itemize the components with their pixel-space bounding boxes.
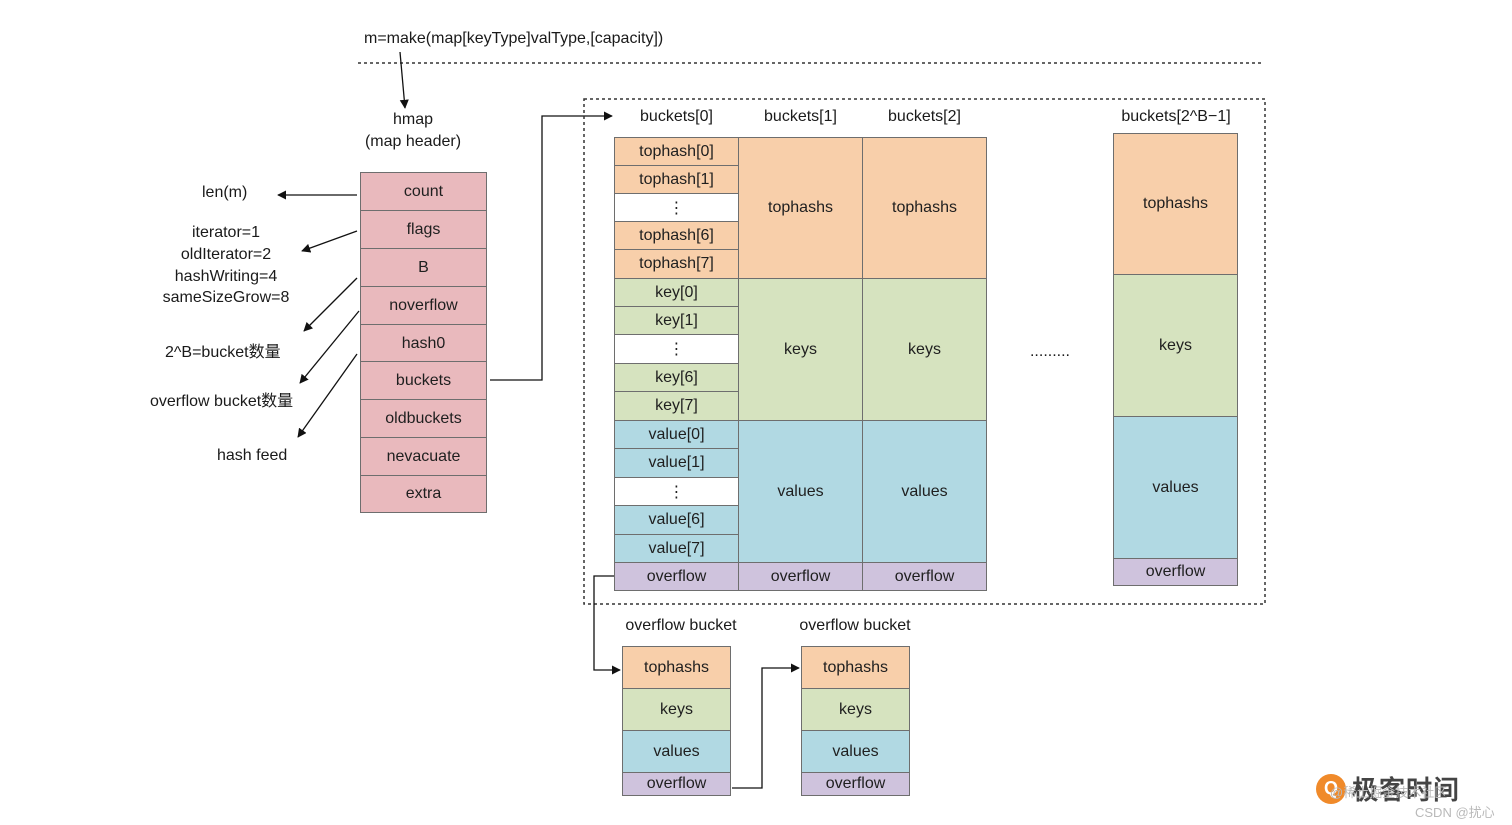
hmap-field-b: B: [360, 248, 487, 287]
bucket2-tophashs: tophashs: [862, 137, 987, 279]
hmap-field-hash0: hash0: [360, 324, 487, 363]
bucket0-value-7: value[7]: [614, 534, 739, 563]
hmap-field-flags: flags: [360, 210, 487, 249]
bucket0-value-1: value[1]: [614, 448, 739, 478]
bucket-array-frame: [583, 98, 1266, 605]
bucket-last-keys: keys: [1113, 274, 1238, 417]
bucket0-tophash-1: tophash[1]: [614, 165, 739, 194]
noverflow-annotation: overflow bucket数量: [150, 393, 294, 410]
flags-annotation-olditerator: oldIterator=2: [180, 246, 272, 263]
bucket-header-1: buckets[1]: [764, 108, 837, 125]
geektime-logo-text: 极客时间: [1352, 775, 1461, 805]
overflow-bucket2-tophashs: tophashs: [801, 646, 910, 689]
hmap-field-extra: extra: [360, 475, 487, 513]
overflow-link-2: [732, 663, 800, 789]
hmap-field-oldbuckets: oldbuckets: [360, 399, 487, 438]
bucket-last-values: values: [1113, 416, 1238, 559]
bucket0-tophash-7: tophash[7]: [614, 249, 739, 279]
bucket0-value-ellipsis: ⋮: [614, 477, 739, 506]
hmap-field-count: count: [360, 172, 487, 211]
overflow-bucket-title-1: overflow bucket: [625, 617, 737, 634]
hash0-annotation: hash feed: [217, 447, 288, 464]
hmap-subtitle: (map header): [364, 133, 462, 150]
b-annotation: 2^B=bucket数量: [165, 344, 281, 361]
bucket1-values: values: [738, 420, 863, 563]
hmap-field-noverflow: noverflow: [360, 286, 487, 325]
bucket1-tophashs: tophashs: [738, 137, 863, 279]
bucket0-key-1: key[1]: [614, 306, 739, 335]
bucket0-value-0: value[0]: [614, 420, 739, 449]
bucket2-keys: keys: [862, 278, 987, 421]
bucket0-key-6: key[6]: [614, 363, 739, 392]
geektime-logo: Q 极客时间: [1316, 770, 1460, 807]
overflow-bucket1-tophashs: tophashs: [622, 646, 731, 689]
bucket1-keys: keys: [738, 278, 863, 421]
overflow-bucket2-keys: keys: [801, 688, 910, 731]
bucket0-tophash-ellipsis: ⋮: [614, 193, 739, 222]
hmap-title: hmap: [392, 111, 434, 128]
bucket2-values: values: [862, 420, 987, 563]
hmap-field-nevacuate: nevacuate: [360, 437, 487, 476]
bucket1-overflow: overflow: [738, 562, 863, 591]
bucket-header-2: buckets[2]: [888, 108, 961, 125]
bucket0-tophash-0: tophash[0]: [614, 137, 739, 166]
csdn-watermark: CSDN @扰心: [1415, 805, 1495, 820]
bucket-last-tophashs: tophashs: [1113, 133, 1238, 275]
bucket0-overflow: overflow: [614, 562, 739, 591]
overflow-bucket2-values: values: [801, 730, 910, 773]
buckets-pointer-arrow: [490, 111, 613, 381]
flags-annotation-samesizegrow: sameSizeGrow=8: [162, 289, 290, 306]
buckets-ellipsis: .........: [1029, 343, 1070, 360]
bucket2-overflow: overflow: [862, 562, 987, 591]
hmap-field-buckets: buckets: [360, 361, 487, 400]
bucket-last-overflow: overflow: [1113, 558, 1238, 586]
flags-annotation-iterator: iterator=1: [191, 224, 261, 241]
overflow-bucket-title-2: overflow bucket: [799, 617, 911, 634]
bucket-header-last: buckets[2^B−1]: [1121, 108, 1231, 125]
flags-annotation-hashwriting: hashWriting=4: [174, 268, 278, 285]
overflow-link-1: [593, 575, 621, 675]
overflow-bucket1-values: values: [622, 730, 731, 773]
overflow-bucket1-overflow: overflow: [622, 772, 731, 796]
b-arrow: [303, 277, 358, 332]
hash0-arrow: [297, 353, 358, 438]
bucket0-key-7: key[7]: [614, 391, 739, 421]
bucket0-value-6: value[6]: [614, 505, 739, 535]
bucket0-key-ellipsis: ⋮: [614, 334, 739, 364]
bucket0-tophash-6: tophash[6]: [614, 221, 739, 250]
noverflow-arrow: [299, 310, 360, 384]
make-formula: m=make(map[keyType]valType,[capacity]): [364, 30, 664, 47]
bucket-header-0: buckets[0]: [640, 108, 713, 125]
formula-arrow: [399, 51, 409, 109]
geektime-logo-icon: Q: [1316, 773, 1346, 804]
bucket0-key-0: key[0]: [614, 278, 739, 307]
flags-arrow: [301, 230, 358, 253]
juejin-watermark: @稀土掘金技术社区: [1330, 785, 1448, 800]
overflow-bucket2-overflow: overflow: [801, 772, 910, 796]
overflow-bucket1-keys: keys: [622, 688, 731, 731]
len-annotation: len(m): [202, 184, 248, 201]
